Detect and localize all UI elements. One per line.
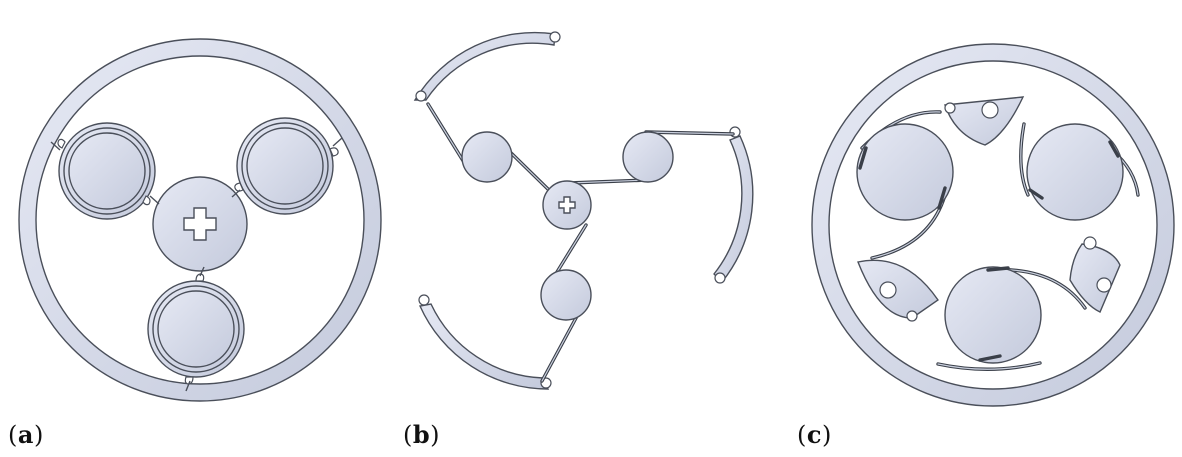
panel-b-arc-segment-right	[713, 126, 754, 284]
panel-c-planet-right	[1026, 123, 1124, 221]
panel-c-puzzle-wedge-left	[857, 259, 939, 322]
panel-a-assembled-mechanism	[18, 38, 382, 402]
panel-b-arc-segment-bottom	[418, 294, 552, 390]
panel-b-planet-right	[622, 131, 674, 183]
panel-b-exploded-parts	[413, 31, 754, 390]
panel-c-puzzle-wedge-right	[1069, 236, 1121, 313]
panel-b-planet-left	[461, 131, 513, 183]
panel-b-planet-bottom	[540, 269, 592, 321]
panel-a-cross-keyhole	[183, 207, 217, 241]
panel-c-outer-ring	[811, 43, 1175, 407]
panel-c-planet-bottom	[944, 266, 1042, 364]
panel-label-b: (b)	[403, 420, 441, 449]
panel-a-outer-ring	[18, 38, 382, 402]
panel-c-planet-left	[856, 123, 954, 221]
panel-label-a: (a)	[8, 420, 44, 449]
panel-a-planet-bottom	[147, 266, 245, 392]
panel-b-cross-keyhole	[558, 196, 576, 214]
panel-b-arc-segment-top	[413, 31, 561, 102]
panel-label-c: (c)	[797, 420, 832, 449]
panel-c-puzzle-wedge-top	[944, 96, 1025, 146]
panel-c-compliant-assembly	[811, 43, 1175, 407]
panel-a-planet-upper-left	[50, 122, 160, 220]
panel-a-planet-upper-right	[231, 117, 343, 215]
